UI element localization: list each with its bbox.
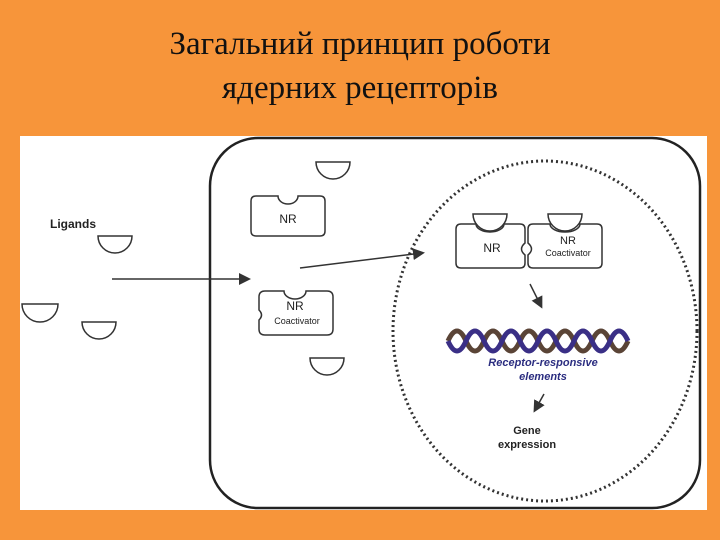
coactivator-shape [527, 223, 603, 269]
gene-label-line1: Gene [513, 425, 541, 437]
nuclear-receptor-diagram: Ligands NR NR Coactivator NR NR Coactiva… [21, 136, 702, 510]
gene-label-line2: expression [498, 439, 556, 451]
rre-label-line2: elements [519, 371, 567, 383]
title-line-1: Загальний принцип роботи [169, 26, 551, 62]
ligand-icon [97, 235, 133, 254]
nucleus-membrane [391, 159, 699, 503]
cell-membrane [208, 136, 702, 510]
slide-title: Загальний принцип роботи ядерних рецепто… [0, 22, 720, 110]
expression-arrow [533, 393, 545, 413]
dna-helix-icon [445, 328, 631, 354]
rre-label-line1: Receptor-responsive [488, 357, 597, 369]
ligand-icon [315, 161, 351, 180]
nr-label: NR [286, 299, 304, 313]
dna-strand [445, 328, 631, 354]
ligands-label: Ligands [50, 217, 96, 231]
ligand-icon [547, 213, 583, 232]
nuclear-receptor-shape [455, 223, 526, 269]
ligand-icon [472, 213, 508, 232]
ligand-icon [309, 357, 345, 376]
nr-label: NR [483, 241, 501, 255]
diagram-panel: Ligands NR NR Coactivator NR NR Coactiva… [20, 136, 707, 510]
title-line-2: ядерних рецепторів [221, 70, 499, 106]
coactivator-label: Coactivator [545, 248, 591, 258]
nuclear-import-arrow [299, 248, 425, 269]
nr-label: NR [279, 212, 297, 226]
ligand-icon [81, 321, 117, 340]
ligand-icon [21, 303, 59, 323]
nr-label: NR [560, 235, 576, 247]
coactivator-label: Coactivator [274, 316, 320, 326]
binding-arrow [529, 283, 543, 309]
nuclear-receptor-shape [250, 195, 326, 237]
nr-coactivator-complex [258, 290, 334, 336]
